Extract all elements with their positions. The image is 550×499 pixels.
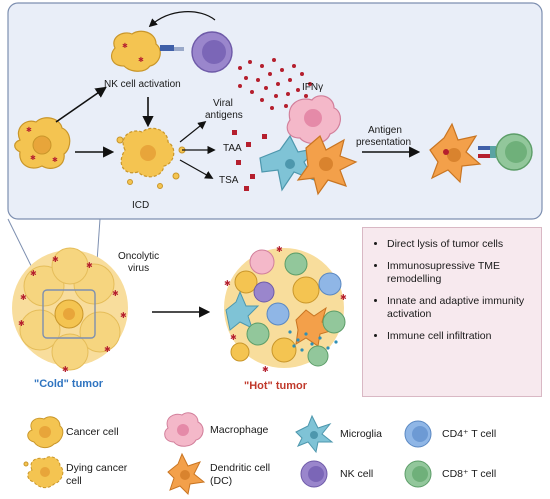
svg-text:✱: ✱ — [18, 319, 25, 328]
effect-item: Innate and adaptive immunity activation — [387, 295, 533, 321]
legend-icon-cancer-cell — [27, 416, 64, 449]
nk-activation-illustration: ✱ ✱ — [111, 11, 233, 73]
legend-label-cancer-cell: Cancer cell — [66, 426, 119, 438]
legend-label-dc-2: (DC) — [210, 475, 233, 487]
oncolytic-virus-label-2: virus — [128, 263, 150, 274]
dc-t-cell-interaction — [429, 122, 533, 184]
arrow — [55, 86, 107, 123]
svg-text:✱: ✱ — [20, 293, 27, 302]
antigen-presenting-cells — [259, 95, 358, 196]
antigen-presentation-label-2: presentation — [356, 137, 412, 148]
legend-icon-dying-cancer-cell — [23, 456, 64, 489]
cold-tumor-label: "Cold" tumor — [34, 378, 104, 390]
svg-text:✱: ✱ — [340, 293, 347, 302]
svg-text:✱: ✱ — [120, 311, 127, 320]
arrow — [179, 159, 214, 179]
legend-icon-cd4-t-cell — [404, 420, 432, 448]
svg-text:✱: ✱ — [138, 56, 144, 64]
svg-text:✱: ✱ — [276, 245, 283, 254]
legend-icon-dendritic-cell — [167, 452, 206, 496]
nk-activation-label: NK cell activation — [104, 79, 181, 90]
viral-antigens-label-2: antigens — [205, 110, 243, 121]
legend-label-nk-cell: NK cell — [340, 468, 374, 480]
svg-text:✱: ✱ — [30, 269, 37, 278]
svg-text:✱: ✱ — [52, 156, 58, 164]
legend-icon-macrophage — [164, 412, 204, 447]
legend-label-microglia: Microglia — [340, 428, 383, 440]
svg-text:✱: ✱ — [122, 42, 128, 50]
arrow — [179, 120, 207, 143]
hot-tumor: ✱ ✱ ✱ ✱ ✱ — [224, 245, 347, 374]
antigen-particles — [232, 130, 267, 191]
ifn-gamma-dots — [238, 58, 312, 110]
cancer-cell: ✱ ✱ ✱ — [14, 117, 71, 169]
ifn-gamma-label: IFNγ — [302, 82, 324, 93]
legend-icon-nk-cell — [300, 460, 328, 488]
svg-text:✱: ✱ — [262, 365, 269, 374]
legend-label-dying-1: Dying cancer — [66, 462, 128, 474]
hot-tumor-label: "Hot" tumor — [244, 380, 307, 392]
svg-text:✱: ✱ — [224, 279, 231, 288]
svg-text:✱: ✱ — [30, 154, 36, 162]
cold-tumor: ✱ ✱ ✱ ✱ ✱ ✱ ✱ ✱ ✱ — [12, 247, 128, 374]
legend-label-dying-2: cell — [66, 475, 82, 487]
svg-text:✱: ✱ — [26, 126, 32, 134]
effect-item: Direct lysis of tumor cells — [387, 238, 533, 251]
effect-item: Immune cell infiltration — [387, 330, 533, 343]
svg-text:✱: ✱ — [86, 261, 93, 270]
viral-antigens-label-1: Viral — [213, 98, 233, 109]
svg-text:✱: ✱ — [52, 255, 59, 264]
svg-text:✱: ✱ — [104, 345, 111, 354]
legend-label-cd4: CD4⁺ T cell — [442, 428, 497, 440]
svg-text:✱: ✱ — [112, 289, 119, 298]
legend-label-cd8: CD8⁺ T cell — [442, 468, 497, 480]
oncolytic-virus-label-1: Oncolytic — [118, 251, 160, 262]
antigen-presentation-label-1: Antigen — [368, 125, 402, 136]
legend-icon-cd8-t-cell — [404, 460, 432, 488]
effect-item: Immunosupressive TME remodelling — [387, 260, 533, 286]
dying-cancer-cell — [116, 127, 186, 189]
mechanism-panel — [7, 2, 543, 220]
svg-text:✱: ✱ — [62, 365, 69, 374]
effects-box: Direct lysis of tumor cells Immunosupres… — [362, 227, 542, 397]
icd-label: ICD — [132, 200, 150, 211]
zoom-box — [42, 289, 96, 339]
taa-label: TAA — [223, 143, 242, 154]
legend-icon-microglia — [295, 414, 334, 454]
legend-label-dc-1: Dendritic cell — [210, 462, 271, 474]
tsa-label: TSA — [219, 175, 239, 186]
svg-text:✱: ✱ — [230, 333, 237, 342]
legend-label-macrophage: Macrophage — [210, 424, 269, 436]
